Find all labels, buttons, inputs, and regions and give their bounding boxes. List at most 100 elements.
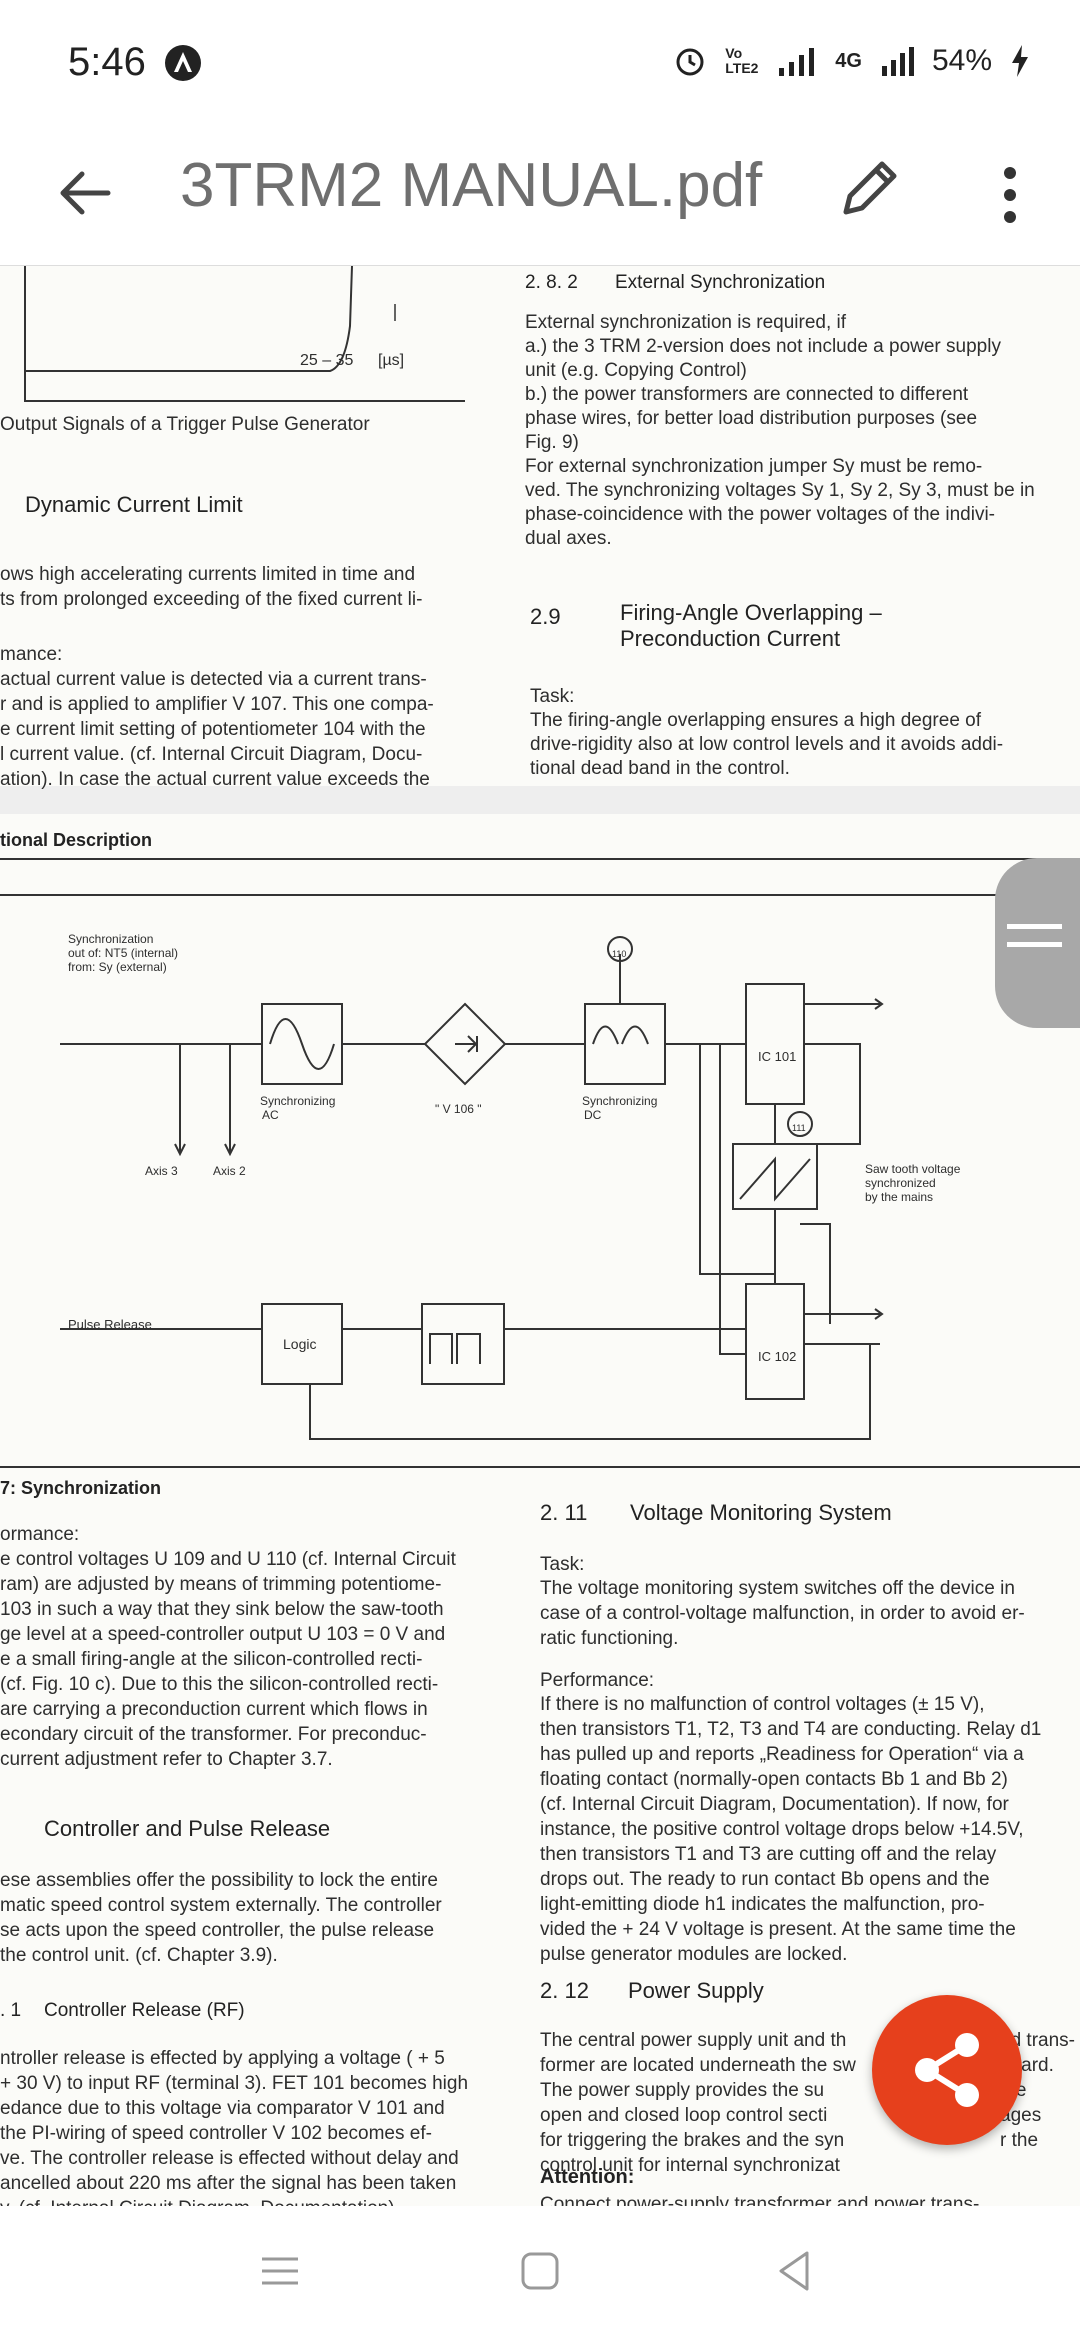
- text-line: If there is no malfunction of control vo…: [540, 1694, 985, 1715]
- text-line: current adjustment refer to Chapter 3.7.: [0, 1749, 333, 1770]
- home-button[interactable]: [510, 2241, 570, 2301]
- battery-percent: 54%: [931, 44, 992, 77]
- section-heading: Power Supply: [628, 1978, 764, 2003]
- back-triangle-icon: [779, 2251, 809, 2291]
- fast-scroll-handle[interactable]: [995, 858, 1080, 1028]
- section-number: 2. 11: [540, 1500, 588, 1525]
- pulse-graph: [24, 266, 465, 402]
- text-line: phase-coincidence with the power voltage…: [525, 504, 995, 525]
- text-line: the control unit. (cf. Chapter 3.9).: [0, 1945, 278, 1966]
- text-line: phase wires, for better load distributio…: [525, 408, 978, 429]
- arrow-left-icon: [60, 171, 111, 215]
- text-line: ormance:: [0, 1524, 80, 1545]
- app-notification-icon: [165, 45, 201, 81]
- text-line: ved. The synchronizing voltages Sy 1, Sy…: [525, 480, 1035, 501]
- text-line: ancelled about 220 ms after the signal h…: [0, 2173, 457, 2194]
- text-line: l current value. (cf. Internal Circuit D…: [0, 744, 423, 765]
- section-heading: Dynamic Current Limit: [25, 492, 243, 517]
- more-vert-icon: [1004, 167, 1016, 223]
- time-unit: [µs]: [378, 352, 405, 369]
- text-line: mance:: [0, 644, 63, 665]
- diagram-label: " V 106 ": [435, 1102, 482, 1116]
- section-title: External Synchronization: [615, 272, 826, 293]
- status-time: 5:46: [68, 40, 146, 84]
- signal-4g-icon: [881, 47, 914, 76]
- text-line: the PI-wiring of speed controller V 102 …: [0, 2123, 432, 2144]
- diagram-label: AC: [262, 1108, 279, 1122]
- text-line: then transistors T1, T2, T3 and T4 are c…: [540, 1719, 1042, 1740]
- text-line: External synchronization is required, if: [525, 312, 847, 333]
- figure-caption: 7: Synchronization: [0, 1478, 162, 1498]
- diagram-label: out of: NT5 (internal): [68, 946, 179, 960]
- text-line: drops out. The ready to run contact Bb o…: [540, 1869, 990, 1890]
- diagram-frame-bottom: [0, 1466, 1080, 1468]
- text-line: r the: [1000, 2130, 1039, 2151]
- charging-icon: [1012, 45, 1028, 77]
- text-line: unit (e.g. Copying Control): [525, 360, 747, 381]
- task-label: Task:: [530, 686, 575, 707]
- section-title: Preconduction Current: [620, 626, 841, 651]
- pdf-viewport[interactable]: 25 – 35 [µs] Output Signals of a Trigger…: [0, 266, 1080, 2206]
- diagram-label: synchronized: [865, 1176, 936, 1190]
- performance-label: Performance:: [540, 1670, 655, 1691]
- more-options-button[interactable]: [980, 155, 1040, 235]
- diagram-label: Axis 3: [145, 1164, 178, 1178]
- text-line: former are located underneath the sw: [540, 2055, 856, 2076]
- diagram-label: Synchronizing: [582, 1094, 658, 1108]
- text-line: e control voltages U 109 and U 110 (cf. …: [0, 1549, 456, 1570]
- text-line: ntroller release is effected by applying…: [0, 2048, 445, 2069]
- text-line: The central power supply unit and th: [540, 2030, 847, 2051]
- text-line: Fig. 9): [525, 432, 579, 453]
- diagram-label: IC 102: [758, 1349, 797, 1364]
- text-line: actual current value is detected via a c…: [0, 669, 427, 690]
- text-line: tional dead band in the control.: [530, 758, 790, 779]
- edit-button[interactable]: [830, 148, 910, 228]
- pdf-page-1: 25 – 35 [µs] Output Signals of a Trigger…: [0, 266, 1080, 790]
- attention-label: Attention:: [540, 2166, 635, 2188]
- diagram-label: from: Sy (external): [68, 960, 167, 974]
- text-line: pulse generator modules are locked.: [540, 1944, 848, 1965]
- text-line: for triggering the brakes and the syn: [540, 2130, 845, 2151]
- text-line: b.) the power transformers are connected…: [525, 384, 969, 405]
- text-line: ve. The controller release is effected w…: [0, 2148, 459, 2169]
- text-line: a.) the 3 TRM 2-version does not include…: [525, 336, 1001, 357]
- text-line: ed trans-: [1000, 2030, 1075, 2051]
- volte-label: Vo LTE2: [725, 45, 759, 76]
- diagram-label: Axis 2: [213, 1164, 246, 1178]
- text-line: ge level at a speed-controller output U …: [0, 1624, 446, 1645]
- text-line: y. (cf. Internal Circuit Diagram. Docume…: [0, 2196, 400, 2206]
- figure-caption: Output Signals of a Trigger Pulse Genera…: [0, 414, 370, 435]
- text-line: The power supply provides the su: [540, 2080, 825, 2101]
- section-heading: Voltage Monitoring System: [630, 1500, 892, 1525]
- diagram-label: DC: [584, 1108, 602, 1122]
- pdf-page-2: tional Description: [0, 814, 1080, 2206]
- page-header: tional Description: [0, 830, 153, 850]
- back-nav-button[interactable]: [765, 2241, 825, 2301]
- signal-icon: [779, 48, 815, 76]
- text-line: ratic functioning.: [540, 1628, 679, 1649]
- back-button[interactable]: [50, 158, 120, 228]
- text-line: ts from prolonged exceeding of the fixed…: [0, 589, 423, 610]
- text-line: e current limit setting of potentiometer…: [0, 719, 426, 740]
- text-line: (cf. Fig. 10 c). Due to this the silicon…: [0, 1674, 439, 1695]
- section-number: 2. 12: [540, 1978, 589, 2003]
- share-icon: [915, 2033, 979, 2107]
- diagram-label: Logic: [283, 1336, 317, 1352]
- document-title: 3TRM2 MANUAL.pdf: [180, 151, 763, 220]
- section-heading: Controller and Pulse Release: [44, 1816, 331, 1841]
- text-line: (cf. Internal Circuit Diagram, Documenta…: [540, 1794, 1009, 1815]
- home-icon: [521, 2252, 559, 2290]
- recents-button[interactable]: [250, 2241, 310, 2301]
- system-nav-bar: [0, 2206, 1080, 2340]
- text-line: control unit for internal synchronizat: [540, 2155, 840, 2176]
- text-line: case of a control-voltage malfunction, i…: [540, 1603, 1025, 1624]
- section-number: 2. 8. 2: [525, 272, 578, 293]
- section-title: Firing-Angle Overlapping –: [620, 600, 882, 625]
- text-line: ows high accelerating currents limited i…: [0, 564, 416, 585]
- diagram-label: by the mains: [865, 1190, 934, 1204]
- diagram-label: Synchronization: [68, 932, 154, 946]
- diagram-node-label: 111: [792, 1123, 806, 1133]
- diagram-label: IC 101: [758, 1049, 797, 1064]
- text-line: r and is applied to amplifier V 107. Thi…: [0, 694, 434, 715]
- share-button[interactable]: [872, 1995, 1022, 2145]
